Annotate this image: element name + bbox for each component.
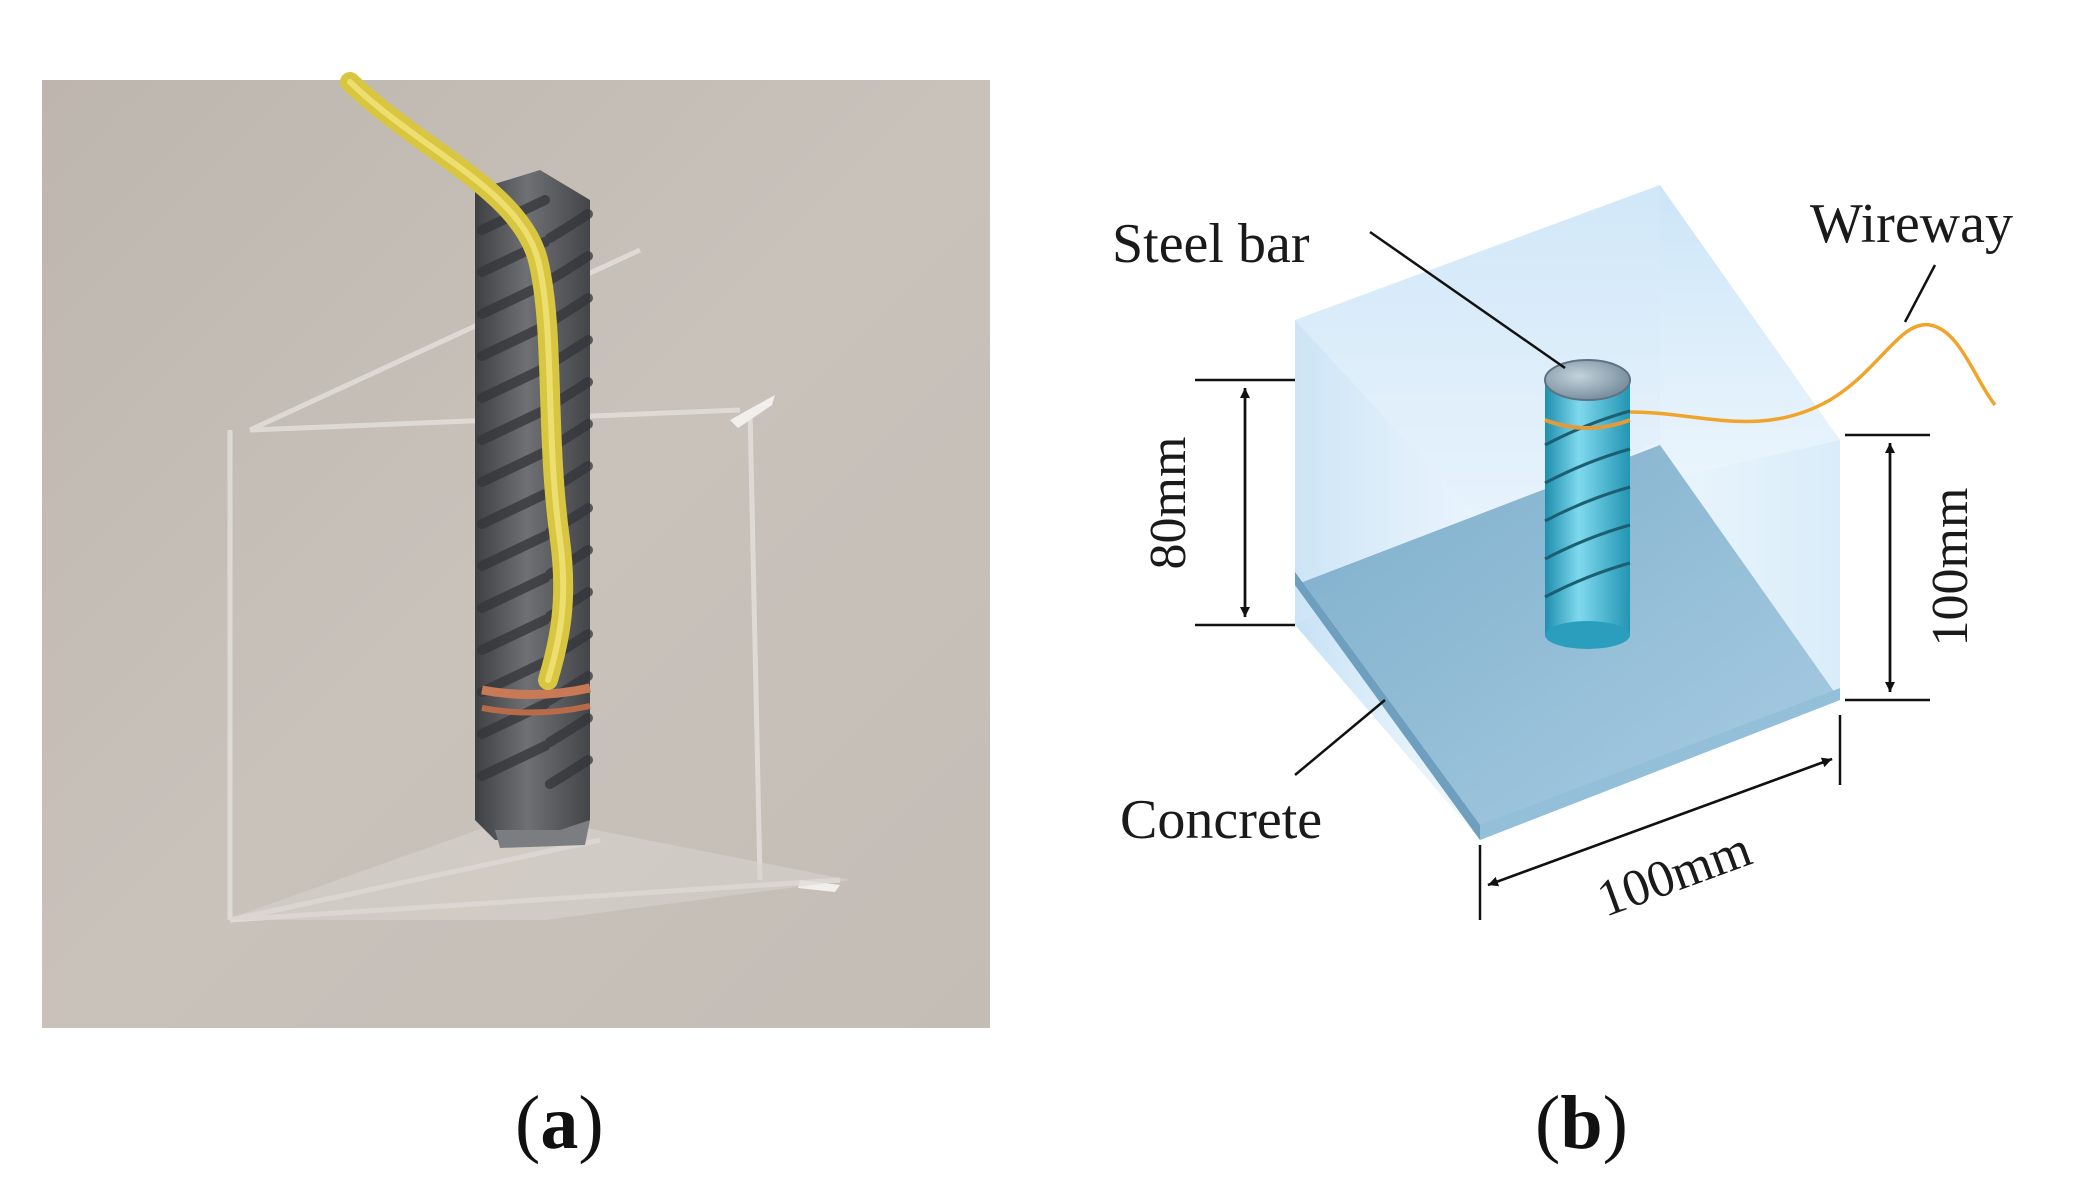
caption-b-open: ( [1535, 1081, 1561, 1165]
caption-a-letter: a [540, 1081, 579, 1165]
label-height-block: 100mm [1922, 488, 1979, 647]
leader-wireway [1903, 264, 1937, 323]
label-height-bar: 80mm [1140, 437, 1197, 570]
label-width-block: 100mm [1590, 821, 1759, 929]
label-concrete: Concrete [1120, 789, 1322, 851]
block-top-face [1295, 185, 1840, 520]
caption-a: (a) [515, 1085, 604, 1161]
rebar-rib [545, 713, 593, 747]
leader-concrete [1294, 699, 1386, 776]
rebar-rib [545, 251, 593, 285]
acrylic-base [225, 815, 850, 920]
dim-100mm-height [1845, 433, 1930, 702]
rebar-rib [477, 699, 550, 739]
dim-80mm [1195, 378, 1295, 627]
steel-bar-rib [1544, 447, 1631, 485]
rebar-rib [477, 741, 550, 781]
rebar-rib [477, 573, 550, 613]
rebar-rib [477, 615, 550, 655]
label-steel-bar: Steel bar [1112, 213, 1310, 275]
caption-b: (b) [1535, 1085, 1628, 1161]
acrylic-clip [730, 395, 775, 428]
caption-a-open: ( [515, 1081, 541, 1165]
block-back-face [1295, 185, 1660, 625]
leader-steel-bar [1369, 230, 1566, 370]
dim-100mm-width [1478, 715, 1842, 920]
steel-bar-cap [1544, 359, 1631, 401]
steel-bar-rib [1544, 485, 1631, 523]
rebar-rib [545, 209, 593, 243]
rebar-rib [545, 755, 593, 789]
caption-b-close: ) [1602, 1081, 1628, 1165]
steel-bar-rib [1544, 409, 1631, 447]
caption-a-close: ) [578, 1081, 604, 1165]
rebar-rib [477, 531, 550, 571]
copper-band [481, 683, 591, 700]
panel-a-photo [42, 72, 990, 1028]
wireway [1629, 323, 1997, 424]
steel-bar-rib [1544, 523, 1631, 561]
panel-b-diagram: Steel bar Wireway Concrete 80mm 100mm 10… [1112, 185, 2013, 928]
rebar-rib [477, 489, 550, 529]
caption-b-letter: b [1560, 1081, 1603, 1165]
steel-bar-rib [1544, 561, 1631, 599]
label-wireway: Wireway [1810, 193, 2013, 255]
rebar-rib [477, 447, 550, 487]
rebar-rib [477, 405, 550, 445]
steel-bar [1544, 359, 1631, 649]
